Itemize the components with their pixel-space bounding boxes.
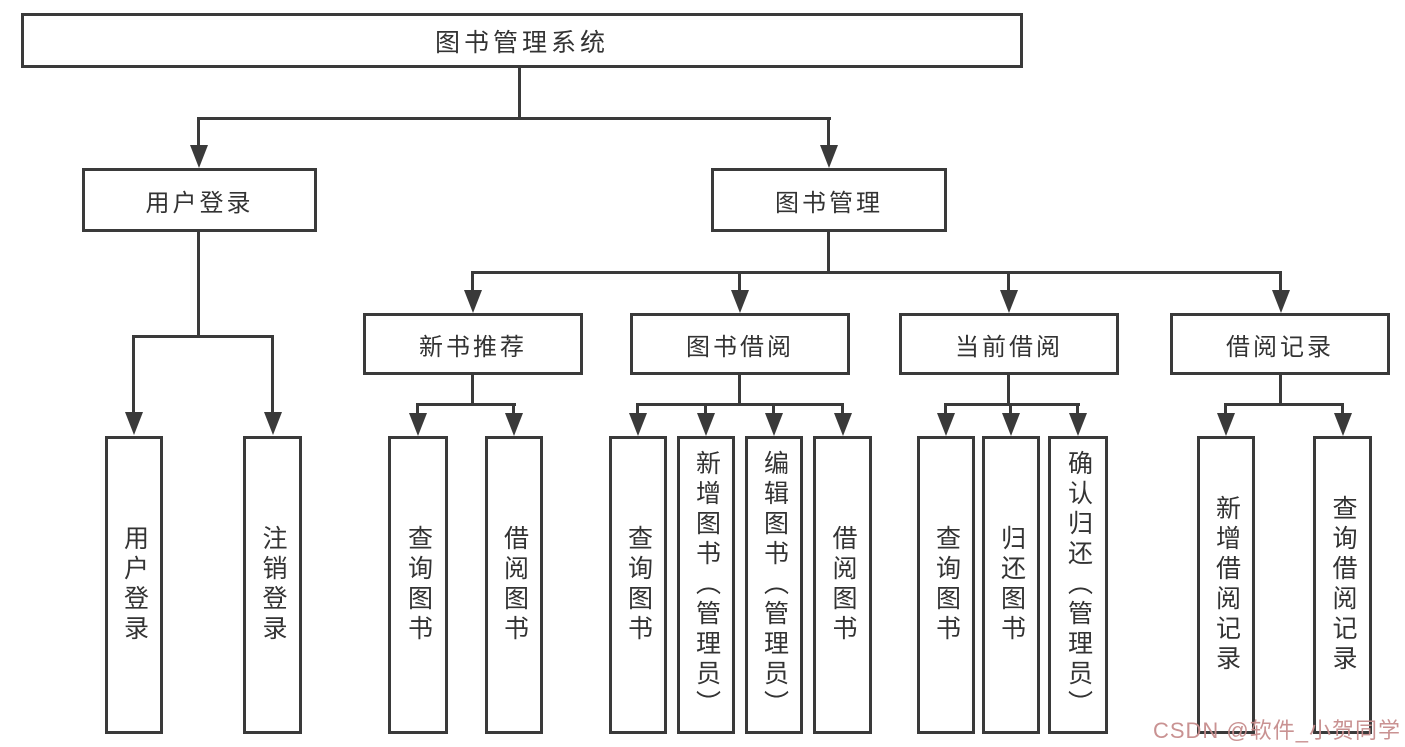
connector-line [471, 373, 474, 406]
arrow-down-icon [1224, 404, 1227, 413]
leaf-add-borrow-record: 新增借阅记录 [1197, 436, 1255, 734]
arrow-down-icon [197, 118, 200, 145]
node-label: 用户登录 [145, 189, 254, 217]
node-label: 新书推荐 [419, 333, 527, 361]
node-label: 注销登录 [259, 525, 287, 645]
node-label: 编辑图书（管理员） [760, 450, 789, 720]
csdn-watermark: CSDN @软件_小贺同学 [1152, 718, 1401, 743]
arrow-down-icon [512, 404, 515, 413]
node-label: 新增图书（管理员） [692, 450, 721, 720]
arrow-down-icon [132, 336, 135, 412]
connector-line [197, 230, 200, 338]
arrow-down-icon [416, 404, 419, 413]
leaf-return-book: 归还图书 [982, 436, 1040, 734]
node-label: 查询图书 [932, 525, 961, 645]
connector-line [416, 403, 516, 406]
node-label: 查询图书 [404, 525, 433, 645]
arrow-down-icon [1007, 272, 1010, 290]
node-borrow-record: 借阅记录 [1170, 313, 1390, 375]
leaf-query-book-3: 查询图书 [917, 436, 975, 734]
arrow-down-icon [1009, 404, 1012, 413]
node-current-borrow: 当前借阅 [899, 313, 1119, 375]
node-label: 当前借阅 [955, 333, 1063, 361]
leaf-confirm-return-admin: 确认归还（管理员） [1048, 436, 1108, 734]
connector-line [471, 271, 1282, 274]
leaf-borrow-book-2: 借阅图书 [813, 436, 872, 734]
connector-line [636, 403, 844, 406]
arrow-down-icon [772, 404, 775, 413]
node-label: 查询借阅记录 [1329, 495, 1357, 675]
node-book-management: 图书管理 [711, 168, 947, 232]
node-user-login: 用户登录 [82, 168, 317, 232]
node-label: 用户登录 [120, 525, 149, 645]
connector-line [944, 403, 1080, 406]
node-label: 新增借阅记录 [1212, 495, 1241, 675]
node-new-book-recommend: 新书推荐 [363, 313, 583, 375]
leaf-query-book-1: 查询图书 [388, 436, 448, 734]
arrow-down-icon [1341, 404, 1344, 413]
leaf-add-book-admin: 新增图书（管理员） [677, 436, 735, 734]
connector-line [197, 117, 831, 120]
arrow-down-icon [827, 118, 830, 145]
node-library-management-system: 图书管理系统 [21, 13, 1023, 68]
arrow-down-icon [1076, 404, 1079, 413]
connector-line [827, 230, 830, 274]
node-label: 图书借阅 [686, 333, 794, 361]
arrow-down-icon [738, 272, 741, 290]
node-label: 查询图书 [624, 525, 653, 645]
leaf-user-login: 用户登录 [105, 436, 163, 734]
connector-line [1007, 373, 1010, 406]
arrow-down-icon [471, 272, 474, 290]
connector-line [132, 335, 274, 338]
leaf-query-book-2: 查询图书 [609, 436, 667, 734]
node-label: 归还图书 [997, 525, 1026, 645]
arrow-down-icon [841, 404, 844, 413]
node-label: 确认归还（管理员） [1064, 450, 1093, 720]
node-label: 图书管理系统 [434, 28, 609, 57]
node-label: 借阅图书 [829, 525, 857, 645]
connector-line [1279, 373, 1282, 406]
leaf-borrow-book-1: 借阅图书 [485, 436, 543, 734]
leaf-edit-book-admin: 编辑图书（管理员） [745, 436, 803, 734]
node-label: 借阅记录 [1226, 333, 1334, 361]
arrow-down-icon [1279, 272, 1282, 290]
arrow-down-icon [271, 336, 274, 412]
arrow-down-icon [704, 404, 707, 413]
node-book-borrow: 图书借阅 [630, 313, 850, 375]
connector-line [518, 65, 521, 120]
connector-line [738, 373, 741, 406]
leaf-query-borrow-record: 查询借阅记录 [1313, 436, 1372, 734]
arrow-down-icon [944, 404, 947, 413]
node-label: 图书管理 [775, 189, 883, 217]
arrow-down-icon [636, 404, 639, 413]
node-label: 借阅图书 [500, 525, 529, 645]
connector-line [1224, 403, 1344, 406]
leaf-logout: 注销登录 [243, 436, 302, 734]
